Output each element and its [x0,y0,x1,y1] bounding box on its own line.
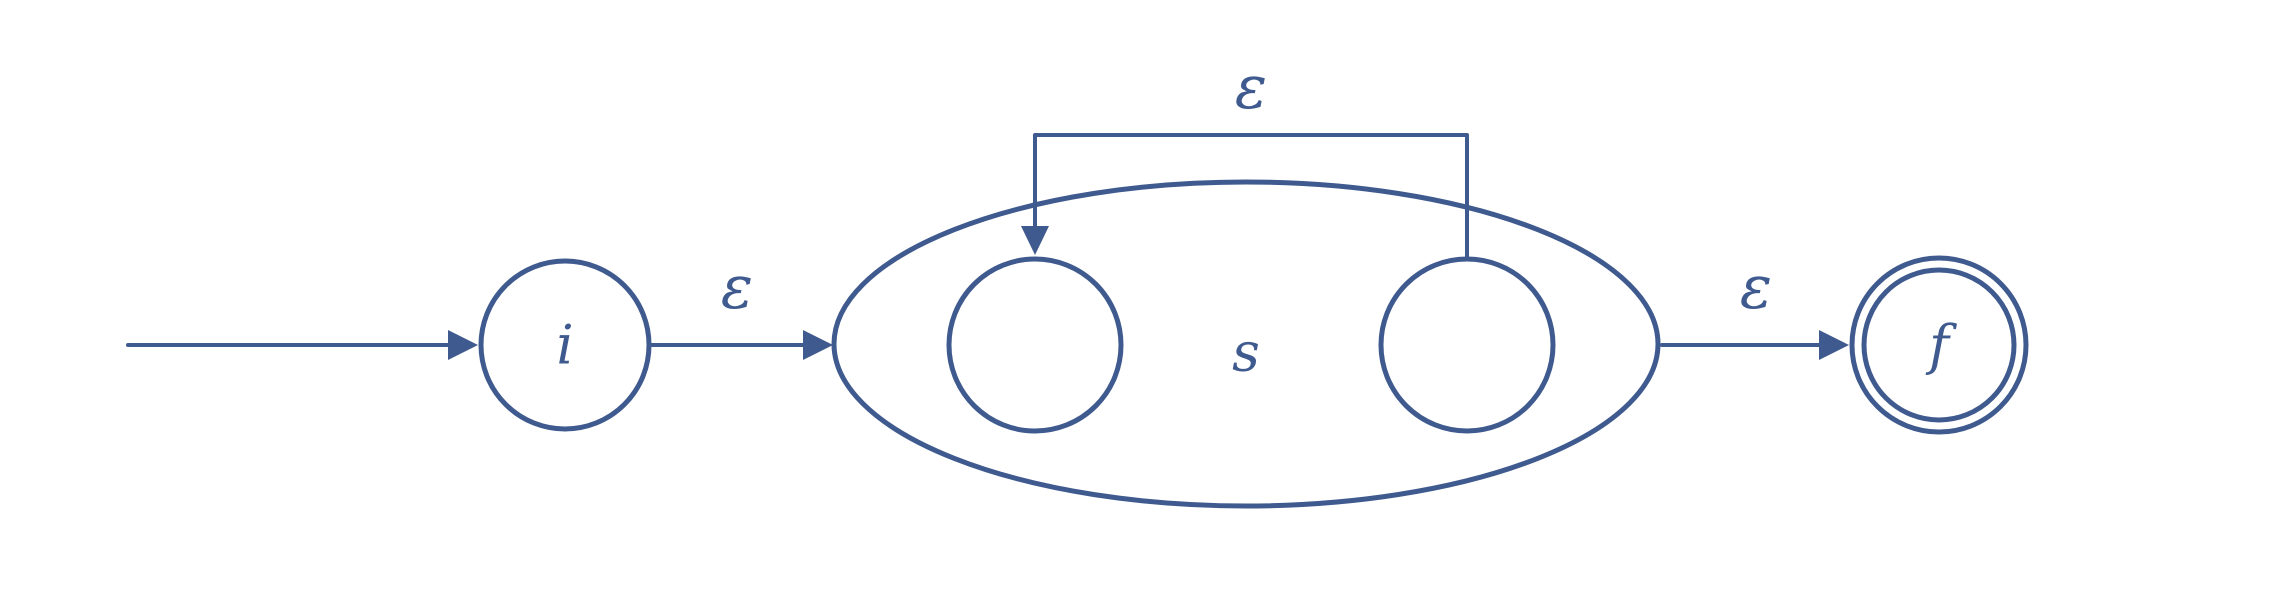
i-to-s-epsilon-label: ε [721,253,753,323]
loop-back-epsilon-label: ε [1235,53,1267,123]
transition-s-to-f: ε [1660,253,1849,360]
state-i-label: i [556,314,573,377]
state-f: f [1849,255,2029,435]
s-to-f-epsilon-label: ε [1740,253,1772,323]
inner-start-state [946,256,1124,434]
transition-i-to-s: ε [648,253,833,360]
loop-back-arrowhead [1021,226,1049,255]
subautomaton-ellipse [831,179,1661,509]
inner-start-circle [946,256,1124,434]
transition-loop-back: ε [1021,53,1469,260]
subautomaton-label: s [1232,321,1260,384]
state-i: i [478,258,652,432]
state-f-label: f [1925,314,1957,377]
inner-end-state [1378,256,1556,434]
start-arrow [126,330,478,360]
subautomaton-s: s [831,179,1661,509]
state-f-outer-circle [1849,255,2029,435]
s-to-f-arrowhead [1819,330,1849,360]
i-to-s-arrowhead [803,330,833,360]
start-arrowhead [448,330,478,360]
inner-end-circle [1378,256,1556,434]
state-f-inner-circle [1861,267,2017,423]
